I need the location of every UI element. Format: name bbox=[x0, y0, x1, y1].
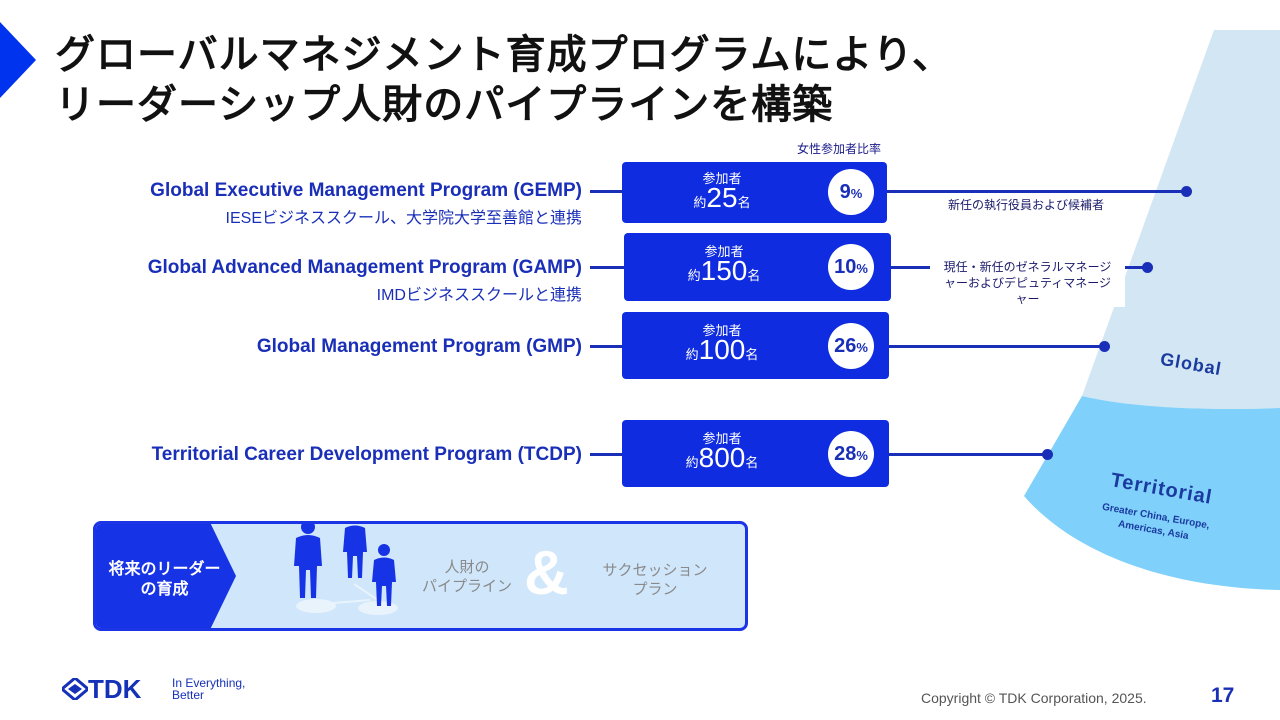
funnel-dot-gmp bbox=[1099, 341, 1110, 352]
ampersand: & bbox=[524, 539, 569, 608]
connector-left-gamp bbox=[590, 266, 626, 269]
program-name-tcdp: Territorial Career Development Program (… bbox=[151, 444, 582, 465]
target-gamp-line-1: 現任・新任のゼネラルマネージ bbox=[943, 260, 1112, 274]
female-ratio-value: 26 bbox=[834, 335, 857, 357]
female-ratio-value: 28 bbox=[834, 443, 857, 465]
people-icon bbox=[294, 524, 398, 615]
program-name-gamp: Global Advanced Management Program (GAMP… bbox=[147, 257, 582, 278]
female-ratio-header: 女性参加者比率 bbox=[797, 142, 882, 156]
target-gemp: 新任の執行役員および候補者 bbox=[947, 198, 1104, 212]
approx-prefix: 約 bbox=[687, 268, 701, 283]
logo-tagline: In Everything, Better bbox=[172, 677, 245, 701]
succession-line-2: プラン bbox=[632, 581, 678, 598]
logo-name: TDK bbox=[88, 674, 142, 704]
target-gamp-line-2: ャーおよびデピュティマネージ bbox=[943, 276, 1112, 290]
future-leaders-line-1: 将来のリーダー bbox=[108, 561, 221, 578]
program-sub-gamp: IMDビジネススクールと連携 bbox=[376, 287, 582, 304]
percent-sign: % bbox=[856, 261, 868, 276]
funnel-dot-gemp bbox=[1181, 186, 1192, 197]
pipeline-line-1: 人財の bbox=[444, 559, 490, 576]
female-ratio-badge: 26% bbox=[828, 323, 874, 369]
program-box-gamp: 参加者 約150名 10% bbox=[624, 233, 891, 301]
corner-accent bbox=[0, 22, 36, 98]
page-title: グローバルマネジメント育成プログラムにより、 リーダーシップ人財のパイプラインを… bbox=[55, 30, 953, 130]
title-line-2: リーダーシップ人財のパイプラインを構築 bbox=[55, 83, 834, 127]
target-gamp: 現任・新任のゼネラルマネージ ャーおよびデピュティマネージ ャー bbox=[930, 259, 1125, 307]
funnel-dot-gamp bbox=[1142, 262, 1153, 273]
approx-prefix: 約 bbox=[693, 195, 707, 210]
percent-sign: % bbox=[856, 448, 868, 463]
count-value: 800 bbox=[698, 442, 746, 473]
female-ratio-badge: 10% bbox=[828, 244, 874, 290]
program-box-gmp: 参加者 約100名 26% bbox=[622, 312, 889, 379]
female-ratio-value: 9 bbox=[839, 181, 851, 203]
count-value: 150 bbox=[700, 255, 748, 286]
funnel-dot-tcdp bbox=[1042, 449, 1053, 460]
participants-label: 参加者 bbox=[702, 171, 742, 186]
pipeline-text: 人財の パイプライン bbox=[412, 558, 522, 596]
succession-text: サクセッション プラン bbox=[590, 561, 720, 599]
participants-label: 参加者 bbox=[702, 431, 742, 446]
participant-count: 約100名 bbox=[622, 334, 822, 366]
funnel-global-area bbox=[1082, 30, 1280, 409]
connector-right-gmp bbox=[889, 345, 1104, 348]
connector-right-gemp bbox=[887, 190, 1187, 193]
participant-count: 約150名 bbox=[624, 255, 824, 287]
approx-prefix: 約 bbox=[685, 347, 699, 362]
connector-left-gmp bbox=[590, 345, 625, 348]
funnel-territorial-area bbox=[1024, 396, 1280, 590]
participant-count: 約25名 bbox=[622, 182, 822, 214]
succession-line-1: サクセッション bbox=[602, 562, 708, 579]
future-leaders-arrow: 将来のリーダー の育成 bbox=[96, 524, 236, 628]
title-line-1: グローバルマネジメント育成プログラムにより、 bbox=[55, 33, 953, 77]
count-value: 100 bbox=[698, 334, 746, 365]
percent-sign: % bbox=[856, 340, 868, 355]
count-suffix: 名 bbox=[737, 195, 751, 210]
female-ratio-badge: 9% bbox=[828, 169, 874, 215]
connector-left-tcdp bbox=[590, 453, 625, 456]
female-ratio-badge: 28% bbox=[828, 431, 874, 477]
participants-label: 参加者 bbox=[704, 244, 744, 259]
logo-tagline-line-1: In Everything, bbox=[172, 676, 246, 690]
count-suffix: 名 bbox=[747, 268, 761, 283]
copyright: Copyright © TDK Corporation, 2025. bbox=[921, 690, 1147, 706]
future-leaders-banner: 将来のリーダー の育成 人財の パイプライン & サクセッション プラン bbox=[93, 521, 748, 631]
tdk-mark-icon bbox=[62, 678, 88, 700]
count-suffix: 名 bbox=[745, 455, 759, 470]
program-box-tcdp: 参加者 約800名 28% bbox=[622, 420, 889, 487]
approx-prefix: 約 bbox=[685, 455, 699, 470]
participants-label: 参加者 bbox=[702, 323, 742, 338]
future-leaders-line-2: の育成 bbox=[140, 581, 189, 598]
count-value: 25 bbox=[706, 182, 738, 213]
connector-left-gemp bbox=[590, 190, 625, 193]
program-box-gemp: 参加者 約25名 9% bbox=[622, 162, 887, 223]
future-leaders-label: 将来のリーダー の育成 bbox=[102, 560, 227, 600]
program-name-gmp: Global Management Program (GMP) bbox=[256, 336, 582, 357]
female-ratio-value: 10 bbox=[834, 256, 857, 278]
participant-count: 約800名 bbox=[622, 442, 822, 474]
program-name-gemp: Global Executive Management Program (GEM… bbox=[150, 180, 582, 201]
page-number: 17 bbox=[1211, 684, 1235, 707]
logo-tagline-line-2: Better bbox=[172, 688, 205, 702]
connector-right-tcdp bbox=[889, 453, 1047, 456]
program-sub-gemp: IESEビジネススクール、大学院大学至善館と連携 bbox=[225, 210, 582, 227]
target-gamp-line-3: ャー bbox=[1015, 292, 1040, 306]
count-suffix: 名 bbox=[745, 347, 759, 362]
pipeline-line-2: パイプライン bbox=[421, 578, 512, 595]
percent-sign: % bbox=[850, 186, 863, 201]
